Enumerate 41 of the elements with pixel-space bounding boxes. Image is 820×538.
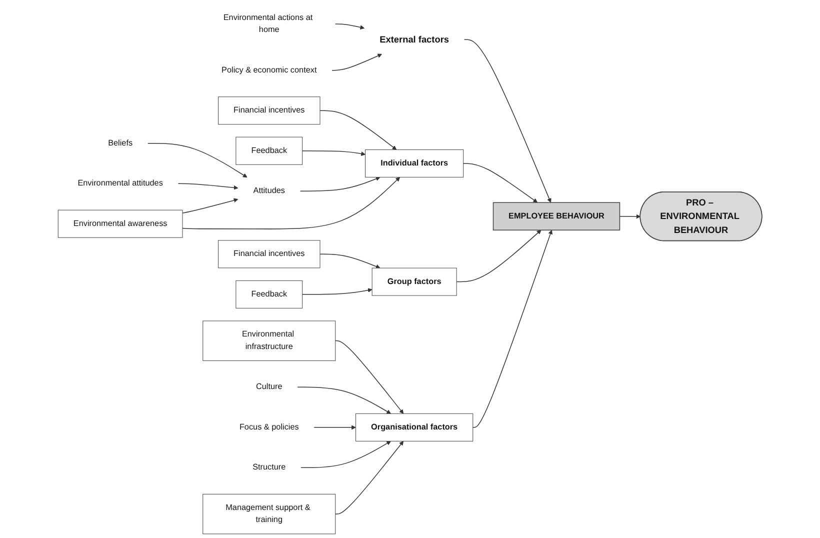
arrow [619, 214, 641, 219]
node-box: Environmental infrastructure [202, 320, 336, 361]
node-box: Feedback [236, 136, 303, 165]
node-box: Management support & training [202, 494, 336, 534]
arrow [320, 110, 397, 150]
arrow [472, 230, 552, 428]
node-text: External factors [380, 34, 449, 44]
node-box: Financial incentives [218, 240, 320, 268]
arrow [335, 440, 404, 514]
node-box: Individual factors [365, 149, 464, 178]
arrow [300, 440, 392, 468]
node-text: Structure [252, 463, 286, 472]
arrow [178, 183, 238, 190]
node-text: Policy & economic context [222, 66, 317, 74]
arrow [302, 288, 372, 295]
node-text: Environmental actions at home [223, 13, 313, 34]
node-box: Organisational factors [356, 413, 474, 442]
arrow [456, 230, 542, 282]
arrow [182, 198, 238, 214]
node-box: Feedback [236, 280, 303, 308]
node-box: EMPLOYEE BEHAVIOUR [492, 202, 620, 230]
arrow [300, 176, 380, 192]
arrow [297, 386, 392, 414]
arrow [335, 24, 365, 30]
node-text: Culture [256, 382, 282, 392]
arrow [182, 177, 400, 230]
node-text: Attitudes [253, 186, 285, 196]
node-text: Beliefs [108, 138, 133, 148]
arrow [462, 163, 538, 203]
arrow [302, 150, 366, 156]
node-box: Group factors [372, 268, 457, 296]
arrow [332, 54, 382, 71]
arrow [147, 142, 248, 178]
arrow [335, 340, 404, 414]
node-text: Environmental attitudes [78, 178, 163, 188]
node-box: Financial incentives [218, 96, 320, 125]
arrow [320, 254, 380, 269]
node-box: Environmental awareness [58, 210, 183, 238]
arrow [464, 39, 552, 203]
arrow [314, 425, 356, 430]
node-text: Focus & policies [239, 422, 299, 432]
